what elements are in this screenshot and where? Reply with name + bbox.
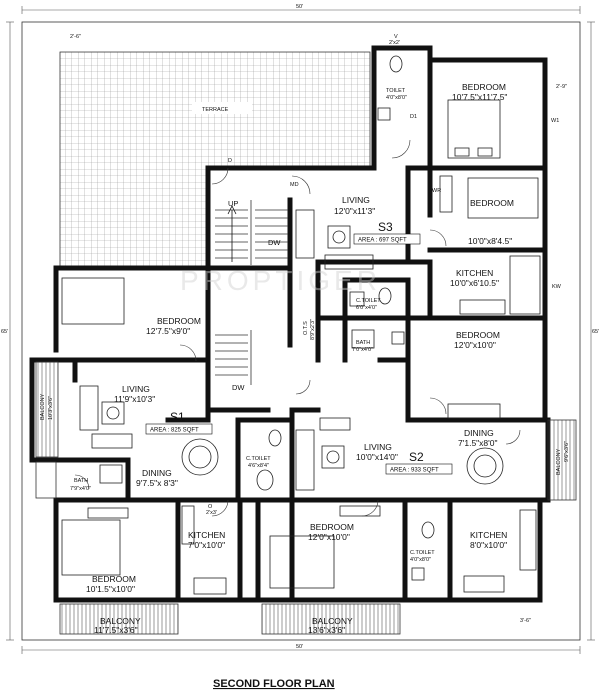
stair-down-label-1: DW [268,238,281,247]
balconies [35,361,577,635]
room-s1-ctoilet-name: C.TOILET [246,456,271,462]
marker-wr: WR [432,188,441,194]
marker-o: O [208,504,213,510]
marker-w1: W1 [551,118,559,124]
room-s3-bedroom2-dim: 10'0"x8'4.5" [468,236,512,246]
room-s3-bedroom1-name: BEDROOM [462,82,506,92]
room-s2-ctoilet-dim: 4'0"x8'0" [410,557,431,563]
staircase [215,200,288,385]
unit-area-s2: AREA : 933 SQFT [390,468,439,474]
room-s2-kitchen-name: KITCHEN [470,530,507,540]
room-s2-ctoilet-name: C.TOILET [410,550,435,556]
room-s3-living-dim: 12'0"x11'3" [334,206,375,216]
marker-d1: D1 [410,114,417,120]
marker-size: 2'x2' [389,40,400,46]
room-s2-balcony2-name: BALCONY [312,616,353,626]
marker-md: MD [290,182,299,188]
room-s3-toilet-name: TOILET [386,88,406,94]
room-s3-ctoilet-dim: 6'0"x4'0" [356,305,377,311]
room-s1-dining-name: DINING [142,468,172,478]
room-ots-name: O.T.S [303,321,309,335]
dim-left: 65' [1,329,8,335]
room-s2-bedroom1-name: BEDROOM [456,330,500,340]
terrace: TERRACE [59,51,371,269]
room-s1-balcony-name: BALCONY [40,393,46,420]
dimension-lines [6,6,595,654]
room-s2-living-name: LIVING [364,442,392,452]
room-s1-bedroom1-name: BEDROOM [157,316,201,326]
opening-markers: V 2'x2' D1 W1 2'-9" 2'-6" D MD WR KW O 2… [70,34,567,624]
unit-area-box-s2 [385,463,453,475]
unit-code-s3: S3 [378,220,393,234]
room-s1-bedroom2-dim: 10'1.5"x10'0" [86,584,135,594]
room-s2-living-dim: 10'0"x14'0" [356,452,398,462]
room-labels: BEDROOM 10'7.5"x11'7.5" TOILET 4'0"x8'0"… [40,82,570,635]
unit-code-s2: S2 [409,450,424,464]
room-s1-bath-name: BATH [74,478,88,484]
room-s2-bedroom2-dim: 12'0"x10'0" [308,532,350,542]
room-s3-bath-dim: 7'0"x4'0" [352,347,373,353]
room-s3-bedroom2-name: BEDROOM [470,198,514,208]
room-s3-toilet-dim: 4'0"x8'0" [386,95,407,101]
room-s1-bedroom1-dim: 12'7.5"x9'0" [146,326,190,336]
room-s1-bedroom2-name: BEDROOM [92,574,136,584]
marker-offset-bottom-right: 3'-6" [520,618,531,624]
room-s1-balcony2-dim: 11'7.5"x3'6" [94,625,138,635]
room-s2-dining-name: DINING [464,428,494,438]
room-s1-ctoilet-dim: 4'6"x8'4" [248,463,269,469]
room-s2-dining-dim: 7'1.5"x8'0" [458,438,498,448]
stair-down-label-2: DW [232,383,245,392]
room-s2-balcony-name: BALCONY [556,448,562,475]
terrace-label: TERRACE [202,107,229,113]
unit-code-s1: S1 [170,410,185,424]
room-s1-dining-dim: 9'7.5"x 8'3" [136,478,178,488]
marker-offset-top-right: 2'-9" [556,84,567,90]
room-s3-kitchen-name: KITCHEN [456,268,493,278]
room-s2-kitchen-dim: 8'0"x10'0" [470,540,507,550]
room-s3-ctoilet-name: C.TOILET [356,298,381,304]
room-s2-balcony-dim: 9'6"x3'6" [564,441,570,462]
room-ots-dim: 8'9"x2'3" [310,319,316,340]
walls [29,45,551,603]
unit-area-s3: AREA : 697 SQFT [358,238,407,244]
marker-offset-top-left: 2'-6" [70,34,81,40]
room-s3-bedroom1-dim: 10'7.5"x11'7.5" [452,92,507,102]
plot-boundary [21,21,581,641]
room-s1-balcony-dim: 10'3"x3'6" [48,396,54,420]
dim-bottom: 50' [296,644,303,650]
room-s2-bedroom2-name: BEDROOM [310,522,354,532]
marker-v: V [394,34,398,40]
stair-up-label: UP [228,199,238,208]
room-s1-living-dim: 11'9"x10'3" [114,394,155,404]
plan-title: SECOND FLOOR PLAN [213,678,335,690]
dim-top: 50' [296,4,303,10]
marker-size-2x3: 2'x3' [206,510,217,516]
room-s3-kitchen-dim: 10'0"x6'10.5" [450,278,499,288]
furniture [61,55,541,595]
room-s1-living-name: LIVING [122,384,150,394]
marker-d: D [228,158,232,164]
room-s2-balcony2-dim: 13'6"x3'6" [308,625,345,635]
room-s3-living-name: LIVING [342,195,370,205]
watermark: PROPTIGER [180,265,381,296]
door-swings [74,139,521,517]
unit-area-box-s3 [353,233,421,245]
room-s1-balcony2-name: BALCONY [100,616,141,626]
room-s1-kitchen-dim: 7'0"x10'0" [188,540,225,550]
room-s3-bath-name: BATH [356,340,370,346]
room-s1-kitchen-name: KITCHEN [188,530,225,540]
room-s2-bedroom1-dim: 12'0"x10'0" [454,340,496,350]
room-s1-bath-dim: 7'9"x4'0" [70,486,91,492]
unit-area-box-s1 [145,423,213,435]
dim-right: 65' [592,329,599,335]
marker-kw: KW [552,284,562,290]
unit-area-s1: AREA : 825 SQFT [150,428,199,434]
